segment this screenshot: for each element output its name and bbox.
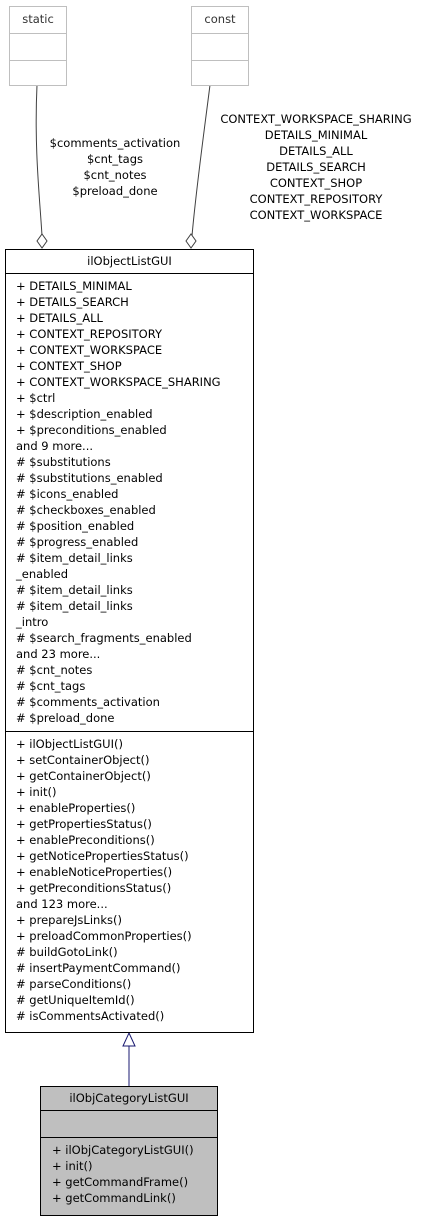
- method-item: + setContainerObject(): [16, 753, 150, 767]
- static-edge-label-line: $comments_activation: [49, 136, 181, 150]
- attribute-item: + $ctrl: [16, 391, 56, 405]
- static-box-title: static: [22, 12, 54, 26]
- attribute-item: # $item_detail_links: [16, 583, 133, 597]
- const-edge-label-line: CONTEXT_REPOSITORY: [249, 192, 383, 206]
- const-aggregation-diamond: [185, 233, 197, 249]
- method-item: + enableNoticeProperties(): [16, 865, 173, 879]
- method-item: + enableProperties(): [16, 801, 136, 815]
- const-aggregation-edge: [191, 84, 211, 237]
- class-title: ilObjectListGUI: [6, 250, 253, 274]
- attribute-item: # $substitutions_enabled: [16, 471, 163, 485]
- attribute-item: # $item_detail_links: [16, 551, 133, 565]
- attribute-item: + DETAILS_ALL: [16, 311, 103, 325]
- class-ilObjCategoryListGUI: ilObjCategoryListGUI + ilObjCategoryList…: [40, 1086, 218, 1216]
- method-item: + getPropertiesStatus(): [16, 817, 152, 831]
- attribute-item: + $preconditions_enabled: [16, 423, 167, 437]
- attribute-item: and 9 more...: [16, 439, 94, 453]
- method-list: + ilObjectListGUI() + setContainerObject(…: [6, 732, 253, 1024]
- static-edge-label-line: $cnt_tags: [86, 152, 144, 166]
- attribute-list: + DETAILS_MINIMAL + DETAILS_SEARCH + DETAI…: [6, 274, 253, 731]
- method-item: # buildGotoLink(): [16, 945, 118, 959]
- method-item: # getUniqueItemId(): [16, 993, 135, 1007]
- method-item: # isCommentsActivated(): [16, 1009, 165, 1023]
- method-item: # parseConditions(): [16, 977, 132, 991]
- method-item: # insertPaymentCommand(): [16, 961, 181, 975]
- const-box-attributes: [192, 33, 248, 60]
- const-edge-label-line: DETAILS_SEARCH: [266, 160, 366, 174]
- method-item: + preloadCommonProperties(): [16, 929, 192, 943]
- static-aggregation-edge: [35, 84, 43, 237]
- class-title: ilObjCategoryListGUI: [41, 1087, 217, 1111]
- attribute-item: # $cnt_notes: [16, 663, 93, 677]
- attribute-list: [41, 1111, 217, 1138]
- attribute-item: # $item_detail_links: [16, 599, 133, 613]
- const-edge-label-line: DETAILS_ALL: [279, 144, 353, 158]
- method-item: + enablePreconditions(): [16, 833, 155, 847]
- static-box-methods: [10, 60, 66, 86]
- attribute-item: + DETAILS_SEARCH: [16, 295, 129, 309]
- method-item: + ilObjectListGUI(): [16, 737, 123, 751]
- method-item: + getCommandLink(): [52, 1191, 176, 1205]
- static-edge-label-line: $preload_done: [72, 184, 158, 198]
- method-list: + ilObjCategoryListGUI() + init() + getCom…: [41, 1138, 217, 1206]
- attribute-item: + DETAILS_MINIMAL: [16, 279, 132, 293]
- static-box: static: [9, 6, 67, 86]
- attribute-item: # $comments_activation: [16, 695, 160, 709]
- method-item: + init(): [16, 785, 57, 799]
- attribute-item: # $icons_enabled: [16, 487, 119, 501]
- attribute-item: + CONTEXT_WORKSPACE: [16, 343, 163, 357]
- attribute-item: # $checkboxes_enabled: [16, 503, 156, 517]
- attribute-item: + CONTEXT_SHOP: [16, 359, 122, 373]
- attribute-item: _enabled: [16, 567, 69, 581]
- attribute-item: # $cnt_tags: [16, 679, 86, 693]
- section-divider: [6, 731, 253, 732]
- const-box: const: [191, 6, 249, 86]
- const-box-methods: [192, 60, 248, 86]
- const-edge-label: CONTEXT_WORKSPACE_SHARING DETAILS_MINIMA…: [206, 111, 426, 223]
- const-edge-label-line: CONTEXT_WORKSPACE_SHARING: [220, 112, 412, 126]
- const-box-title: const: [204, 12, 236, 26]
- method-item: + getPreconditionsStatus(): [16, 881, 172, 895]
- const-edge-label-line: CONTEXT_WORKSPACE: [249, 208, 383, 222]
- attribute-item: # $progress_enabled: [16, 535, 139, 549]
- attribute-item: # $preload_done: [16, 711, 115, 725]
- const-edge-label-line: CONTEXT_SHOP: [269, 176, 363, 190]
- const-edge-label-line: DETAILS_MINIMAL: [264, 128, 368, 142]
- attribute-item: # $substitutions: [16, 455, 111, 469]
- static-edge-label-line: $cnt_notes: [83, 168, 147, 182]
- static-box-attributes: [10, 33, 66, 60]
- attribute-item: # $position_enabled: [16, 519, 135, 533]
- method-item: + getCommandFrame(): [52, 1175, 189, 1189]
- class-ilObjectListGUI: ilObjectListGUI + DETAILS_MINIMAL+ DETAI…: [5, 249, 254, 1033]
- inheritance-arrowhead: [122, 1031, 136, 1047]
- method-item: + getContainerObject(): [16, 769, 151, 783]
- method-item: + prepareJsLinks(): [16, 913, 122, 927]
- attribute-item: + $description_enabled: [16, 407, 153, 421]
- method-item: + init(): [52, 1159, 93, 1173]
- static-aggregation-diamond: [36, 233, 48, 249]
- method-item: + getNoticePropertiesStatus(): [16, 849, 189, 863]
- attribute-item: # $search_fragments_enabled: [16, 631, 192, 645]
- method-item: and 123 more...: [16, 897, 108, 911]
- method-item: + ilObjCategoryListGUI(): [52, 1143, 194, 1157]
- static-edge-label: $comments_activation $cnt_tags $cnt_note…: [38, 135, 192, 199]
- attribute-item: _intro: [16, 615, 49, 629]
- attribute-item: and 23 more...: [16, 647, 101, 661]
- attribute-item: + CONTEXT_REPOSITORY: [16, 327, 163, 341]
- attribute-item: + CONTEXT_WORKSPACE_SHARING: [16, 375, 221, 389]
